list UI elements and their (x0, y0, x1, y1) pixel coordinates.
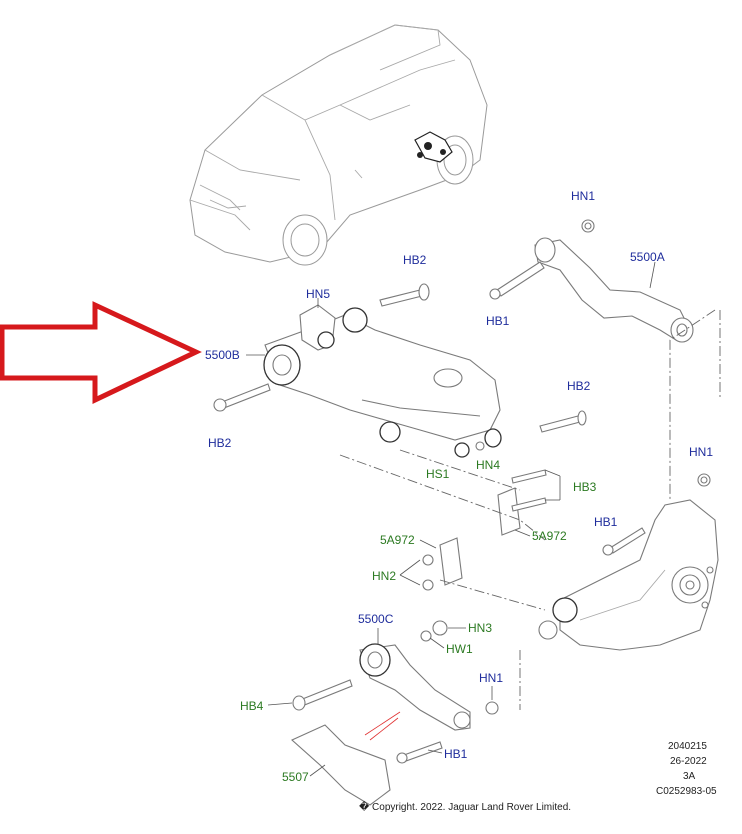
label-hb1-top: HB1 (486, 314, 510, 328)
knuckle (538, 473, 719, 651)
label-hn2: HN2 (372, 569, 396, 583)
copyright-notice: � Copyright. 2022. Jaguar Land Rover Lim… (359, 800, 571, 813)
label-hb2-right: HB2 (567, 379, 591, 393)
leader-lines (246, 261, 656, 777)
label-5500c: 5500C (358, 612, 394, 626)
brackets-5a972 (422, 469, 547, 591)
ref-code: 2040215 (668, 741, 707, 752)
upper-control-arm (489, 219, 694, 343)
label-hn5: HN5 (306, 287, 330, 301)
ref-revision: 3A (683, 771, 696, 782)
label-hn1-bottom: HN1 (479, 671, 503, 685)
label-5a972-right: 5A972 (532, 529, 567, 543)
label-hb4: HB4 (240, 699, 264, 713)
reference-block: 2040215 26-2022 3A C0252983-05 � Copyrig… (359, 741, 717, 813)
ref-number: C0252983-05 (656, 786, 717, 797)
label-5507: 5507 (282, 770, 309, 784)
label-hn4: HN4 (476, 458, 500, 472)
lower-control-arm-5500B (213, 283, 587, 458)
label-hw1: HW1 (446, 642, 473, 656)
label-hb1-bottom: HB1 (444, 747, 468, 761)
ref-date: 26-2022 (670, 756, 707, 767)
label-hb3: HB3 (573, 480, 597, 494)
label-hb2-left: HB2 (208, 436, 232, 450)
highlight-arrow (0, 301, 202, 404)
label-hs1: HS1 (426, 467, 450, 481)
assembly-lines (339, 309, 721, 710)
label-5500b: 5500B (205, 348, 240, 362)
label-5a972-left: 5A972 (380, 533, 415, 547)
label-5500a: 5500A (630, 250, 665, 264)
label-hn1-top: HN1 (571, 189, 595, 203)
label-hb1-mid: HB1 (594, 515, 618, 529)
label-hn1-right: HN1 (689, 445, 713, 459)
label-hn3: HN3 (468, 621, 492, 635)
callout-labels: HN1 5500A HB2 HN5 HB1 5500B HB2 HB2 HS1 … (205, 189, 713, 784)
lower-arm-5500C (291, 620, 499, 806)
vehicle-overview (189, 24, 488, 266)
label-hb2-top: HB2 (403, 253, 427, 267)
